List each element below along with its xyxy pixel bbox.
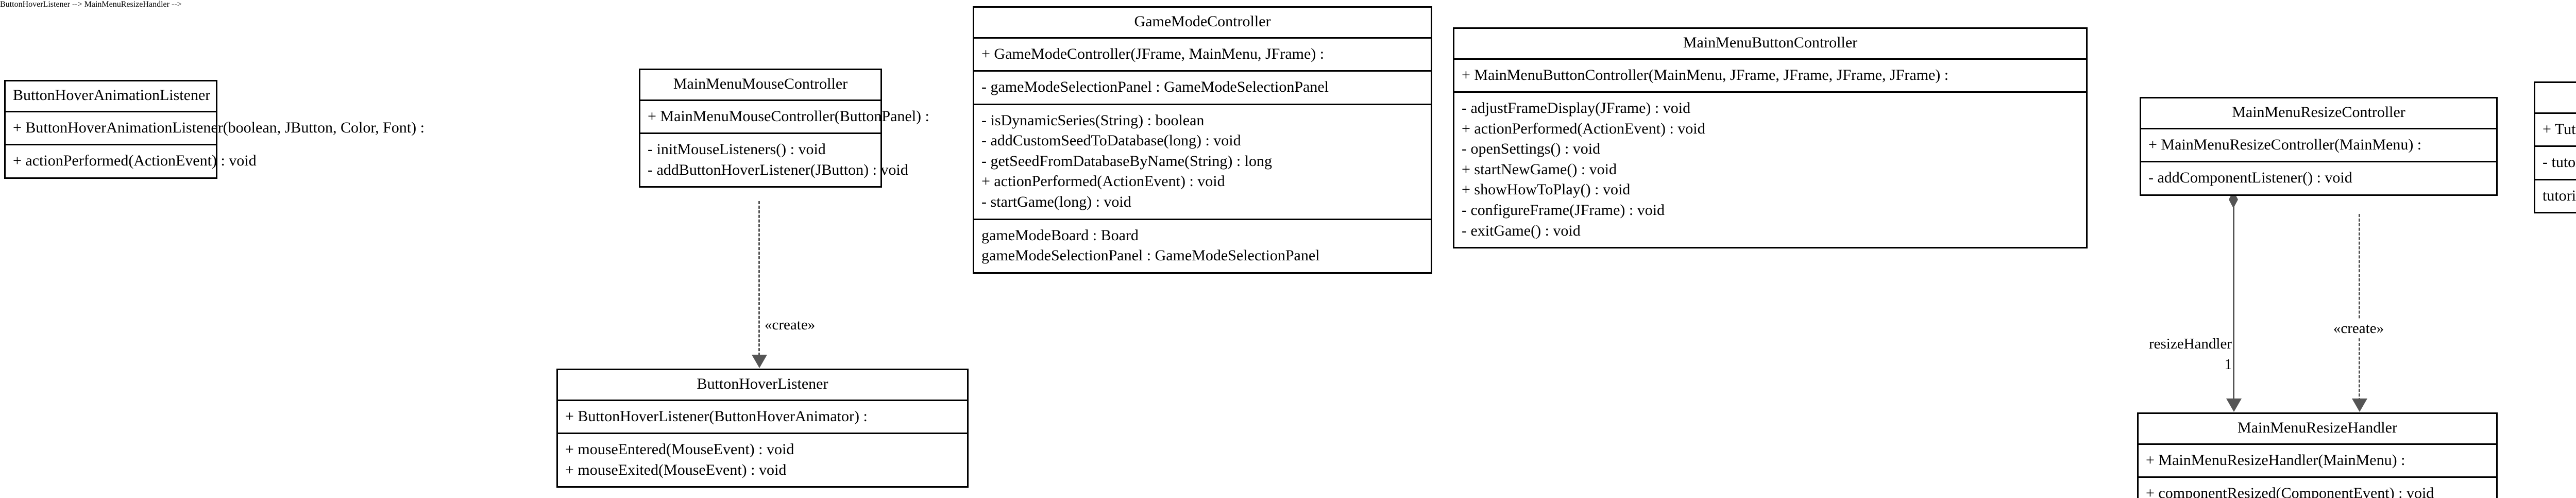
class-box-main-menu-resize-controller[interactable]: MainMenuResizeController + MainMenuResiz… (2140, 97, 2498, 196)
class-box-button-hover-animation-listener[interactable]: ButtonHoverAnimationListener + ButtonHov… (4, 80, 425, 179)
create-edge-button-hover-listener (758, 201, 760, 356)
class-member: gameModeBoard : Board (981, 226, 1139, 244)
extra-compartment: tutorialPanel : JPanel (2535, 180, 2576, 212)
create-edge-main-menu-resize-handler (2359, 214, 2360, 410)
class-member: + ButtonHoverListener(ButtonHoverAnimato… (565, 407, 868, 425)
arrowhead-open-icon (2226, 399, 2242, 412)
class-member: - gameModeSelectionPanel : GameModeSelec… (981, 78, 1329, 96)
class-name: ButtonHoverListener (697, 375, 828, 392)
class-member: tutorialPanel : JPanel (2543, 187, 2576, 204)
class-member: - getSeedFromDatabaseByName(String) : lo… (981, 152, 1273, 170)
edge-stereotype-create: «create» (765, 316, 816, 334)
class-box-tutorial-controller[interactable]: TutorialController + TutorialController(… (2534, 81, 2576, 214)
class-member: + ButtonHoverAnimationListener(boolean, … (13, 119, 425, 136)
class-member: + mouseExited(MouseEvent) : void (565, 461, 787, 478)
class-name: MainMenuMouseController (673, 75, 848, 92)
class-name: ButtonHoverAnimationListener (13, 87, 211, 104)
attributes-compartment: - tutorialPanel : TutorialPanel (2535, 147, 2576, 180)
class-name-compartment: MainMenuButtonController (1454, 29, 2086, 60)
class-member: - initMouseListeners() : void (648, 141, 826, 158)
class-member: - tutorialPanel : TutorialPanel (2543, 154, 2576, 171)
class-name-compartment: ButtonHoverListener (558, 370, 967, 401)
edge-role-resize-handler: resizeHandler (2117, 335, 2232, 353)
constructors-compartment: + ButtonHoverAnimationListener(boolean, … (6, 112, 425, 146)
class-name-compartment: GameModeController (974, 8, 1431, 39)
composition-edge-resize-handler (2233, 190, 2234, 410)
class-member: - addCustomSeedToDatabase(long) : void (981, 132, 1241, 150)
methods-compartment: - isDynamicSeries(String) : boolean - ad… (974, 105, 1431, 220)
class-box-button-hover-listener[interactable]: ButtonHoverListener + ButtonHoverListene… (556, 369, 969, 488)
class-box-game-mode-controller[interactable]: GameModeController + GameModeController(… (973, 6, 1432, 274)
class-name-compartment: TutorialController (2535, 83, 2576, 114)
constructors-compartment: + ButtonHoverListener(ButtonHoverAnimato… (558, 401, 967, 435)
arrowhead-open-icon (752, 355, 767, 368)
class-box-main-menu-mouse-controller[interactable]: MainMenuMouseController + MainMenuMouseC… (639, 69, 929, 188)
class-member: + showHowToPlay() : void (1462, 181, 1631, 198)
class-member: + componentResized(ComponentEvent) : voi… (2146, 485, 2434, 498)
extra-compartment: gameModeBoard : Board gameModeSelectionP… (974, 220, 1431, 272)
class-box-main-menu-resize-handler[interactable]: MainMenuResizeHandler + MainMenuResizeHa… (2137, 412, 2498, 498)
class-name: GameModeController (1134, 13, 1271, 30)
constructors-compartment: + TutorialController(MainMenu, JFrame) : (2535, 114, 2576, 147)
methods-compartment: + mouseEntered(MouseEvent) : void + mous… (558, 434, 967, 486)
edge-stereotype-create: «create» (2307, 320, 2410, 338)
class-box-main-menu-button-controller[interactable]: MainMenuButtonController + MainMenuButto… (1453, 27, 2088, 249)
class-member: + MainMenuResizeHandler(MainMenu) : (2146, 451, 2405, 469)
class-member: + GameModeController(JFrame, MainMenu, J… (981, 45, 1325, 62)
class-member: - adjustFrameDisplay(JFrame) : void (1462, 99, 1691, 117)
class-name-compartment: MainMenuMouseController (640, 70, 880, 101)
methods-compartment: + componentResized(ComponentEvent) : voi… (2139, 478, 2496, 498)
edge-multiplicity-resize-handler: 1 (2117, 356, 2232, 374)
constructors-compartment: + MainMenuResizeHandler(MainMenu) : (2139, 445, 2496, 478)
class-member: + actionPerformed(ActionEvent) : void (13, 152, 257, 170)
class-member: + actionPerformed(ActionEvent) : void (1462, 120, 1705, 137)
class-name-compartment: MainMenuResizeHandler (2139, 414, 2496, 445)
class-name: TutorialController (2543, 88, 2576, 106)
class-member: - addButtonHoverListener(JButton) : void (648, 161, 908, 178)
constructors-compartment: + MainMenuResizeController(MainMenu) : (2141, 129, 2496, 163)
class-name: MainMenuResizeHandler (2238, 419, 2397, 436)
class-name: MainMenuButtonController (1683, 34, 1858, 51)
class-member: gameModeSelectionPanel : GameModeSelecti… (981, 247, 1320, 264)
class-member: + TutorialController(MainMenu, JFrame) : (2543, 120, 2576, 138)
constructors-compartment: + GameModeController(JFrame, MainMenu, J… (974, 39, 1431, 72)
class-member: + MainMenuResizeController(MainMenu) : (2148, 136, 2422, 153)
attributes-compartment: - gameModeSelectionPanel : GameModeSelec… (974, 72, 1431, 105)
class-member: - exitGame() : void (1462, 222, 1581, 239)
class-name: MainMenuResizeController (2232, 104, 2405, 121)
constructors-compartment: + MainMenuButtonController(MainMenu, JFr… (1454, 60, 2086, 93)
class-member: - openSettings() : void (1462, 140, 1601, 158)
constructors-compartment: + MainMenuMouseController(ButtonPanel) : (640, 101, 929, 135)
class-member: + MainMenuMouseController(ButtonPanel) : (648, 107, 929, 125)
methods-compartment: - initMouseListeners() : void - addButto… (640, 134, 908, 186)
methods-compartment: - adjustFrameDisplay(JFrame) : void + ac… (1454, 93, 2086, 247)
class-member: - isDynamicSeries(String) : boolean (981, 111, 1205, 129)
class-member: + MainMenuButtonController(MainMenu, JFr… (1462, 66, 1949, 84)
methods-compartment: + actionPerformed(ActionEvent) : void (6, 145, 257, 177)
class-member: - addComponentListener() : void (2148, 169, 2352, 187)
class-name-compartment: MainMenuResizeController (2141, 98, 2496, 129)
class-member: + mouseEntered(MouseEvent) : void (565, 441, 794, 458)
methods-compartment: - addComponentListener() : void (2141, 162, 2496, 194)
class-member: - startGame(long) : void (981, 193, 1131, 211)
class-member: - configureFrame(JFrame) : void (1462, 202, 1665, 219)
class-member: + startNewGame() : void (1462, 160, 1617, 178)
class-name-compartment: ButtonHoverAnimationListener (6, 81, 216, 112)
class-member: + actionPerformed(ActionEvent) : void (981, 173, 1225, 190)
arrowhead-open-icon (2352, 399, 2367, 412)
